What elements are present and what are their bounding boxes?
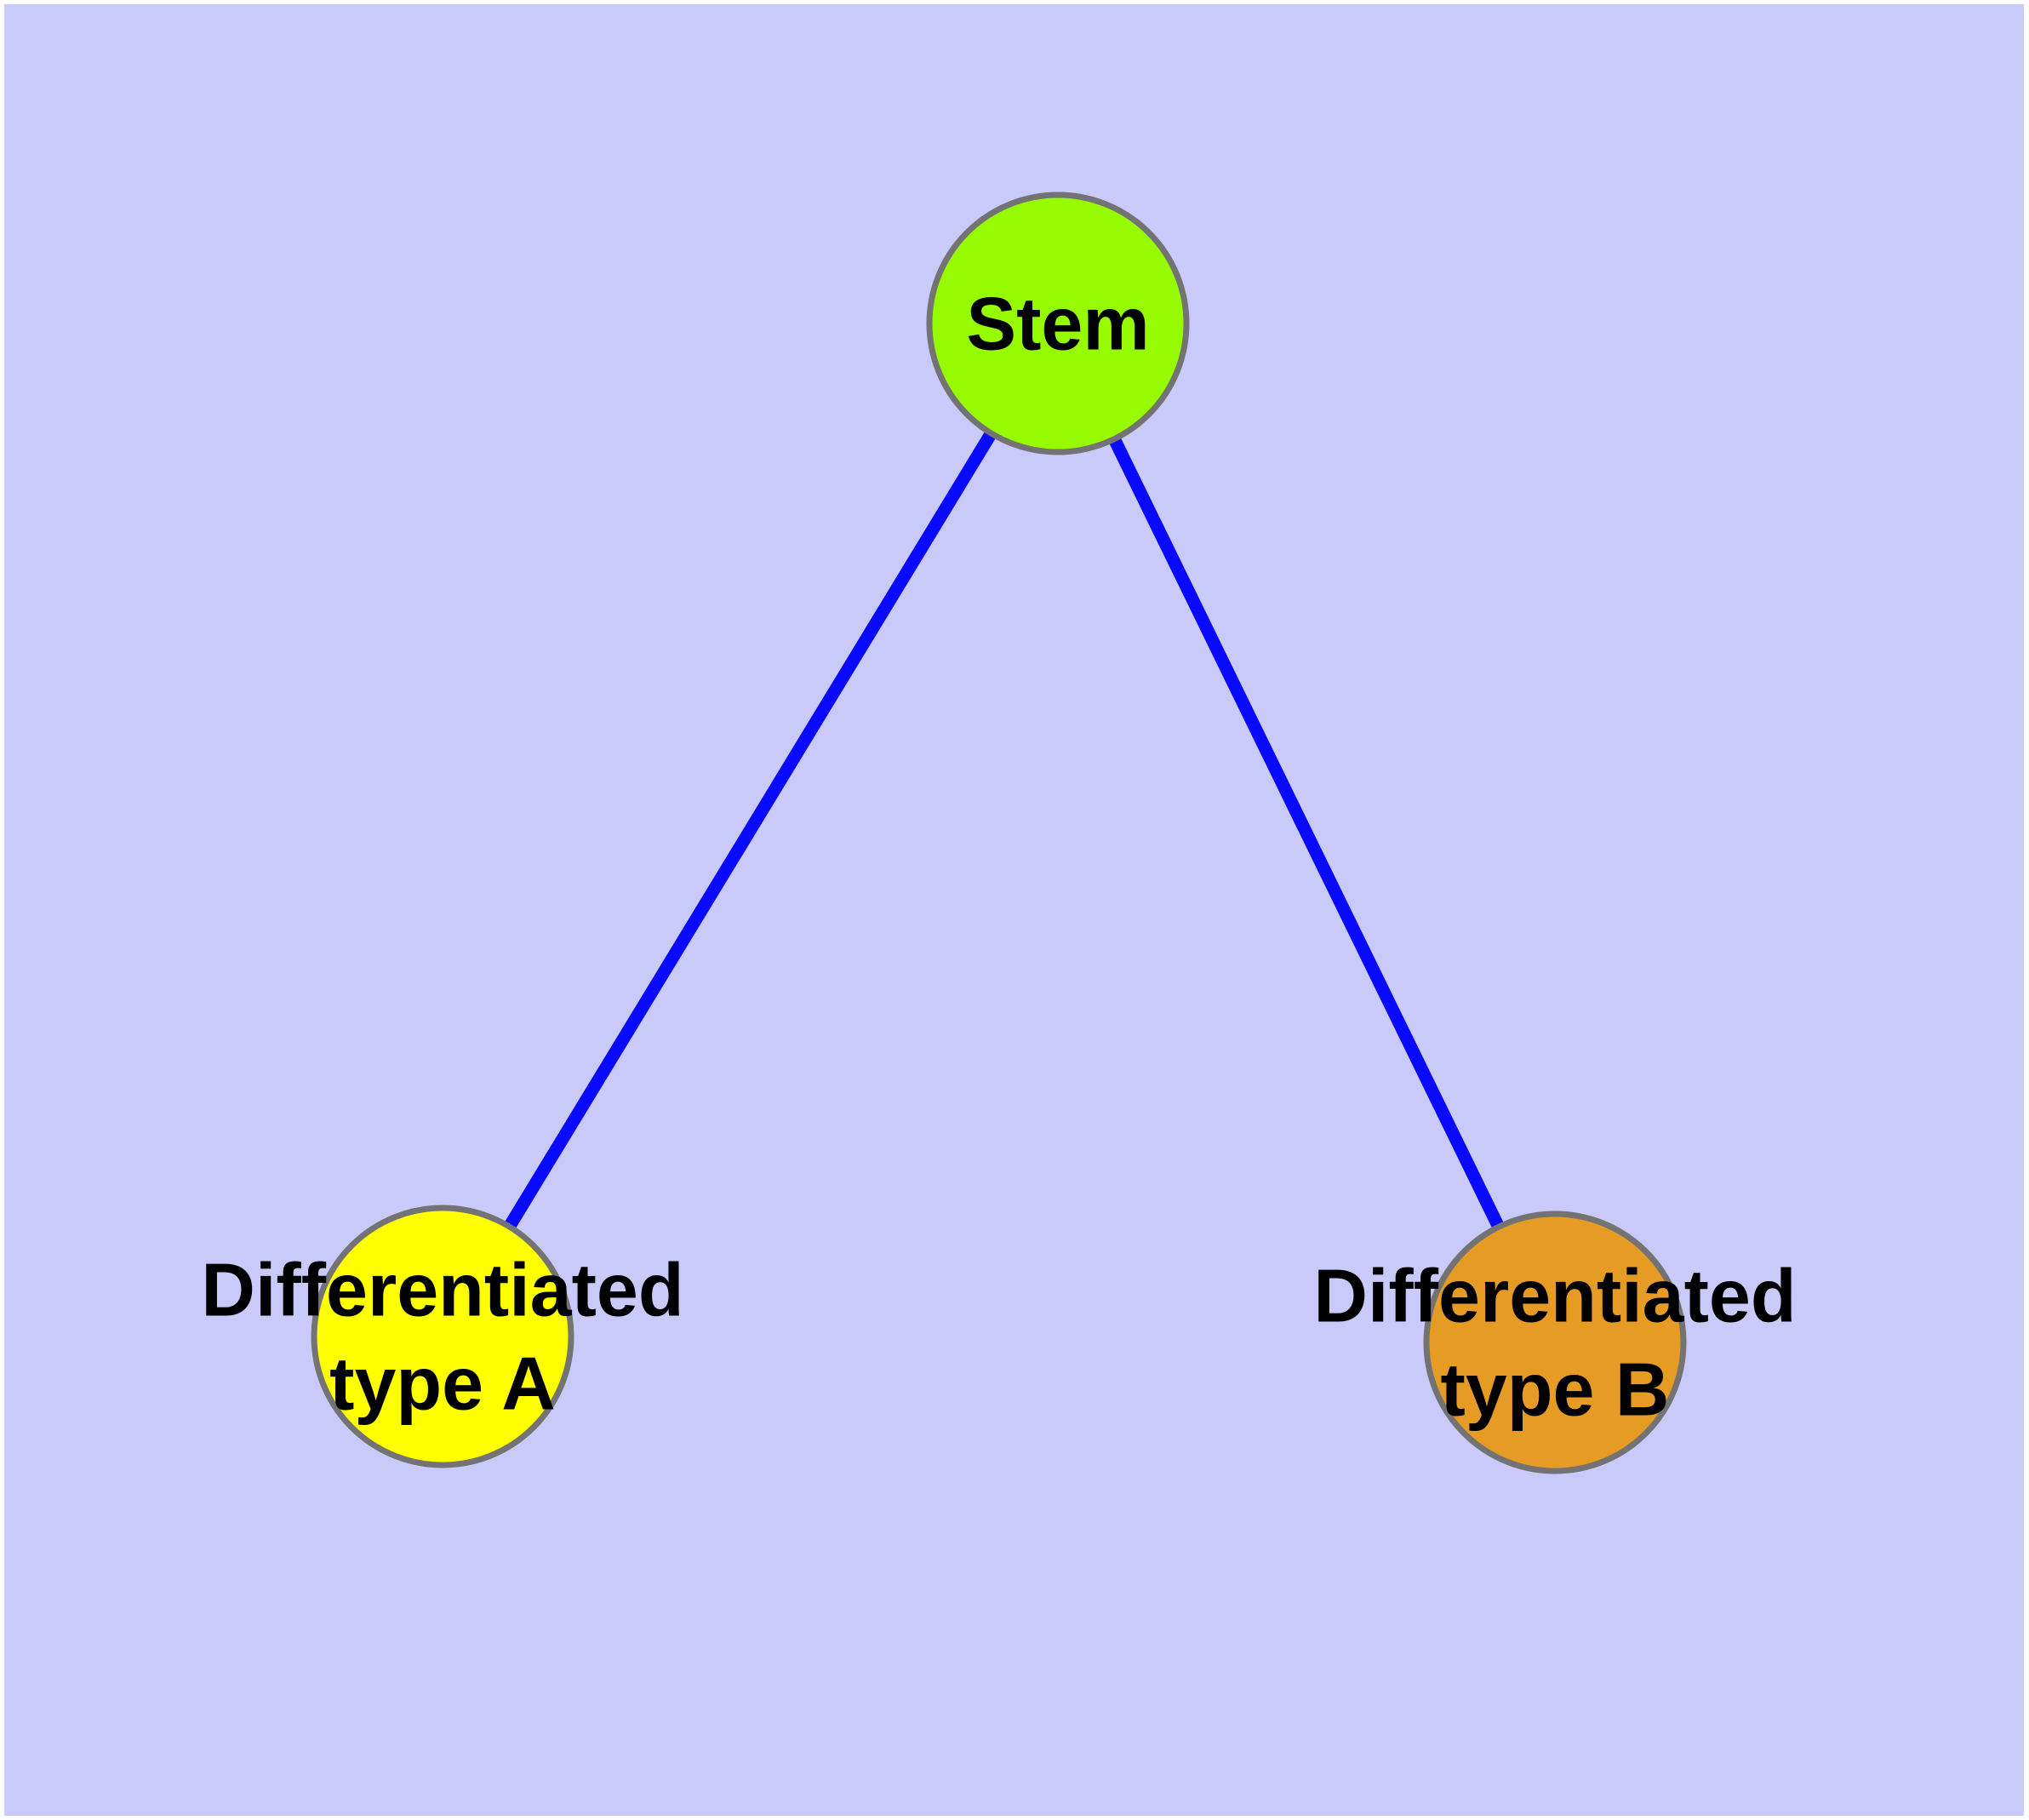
node-diff-a-label-line-2: type A — [329, 1342, 556, 1426]
node-diff-b-label: Differentiated type B — [1313, 1254, 1796, 1432]
node-diff-a-circle — [311, 1205, 574, 1468]
node-diff-b-circle — [1423, 1210, 1687, 1474]
node-diff-b-label-line-2: type B — [1441, 1348, 1670, 1432]
node-stem-label: Stem — [966, 282, 1149, 366]
edge-stem-to-diff-b — [1052, 320, 1561, 1346]
node-diff-a-label: Differentiated type A — [201, 1248, 683, 1426]
node-stem-label-line-1: Stem — [966, 282, 1149, 366]
node-diff-a-label-line-1: Differentiated — [201, 1248, 683, 1332]
node-stem-circle — [926, 192, 1190, 455]
edge-stem-to-diff-a — [437, 320, 1064, 1340]
node-diff-b-label-line-1: Differentiated — [1313, 1254, 1796, 1338]
